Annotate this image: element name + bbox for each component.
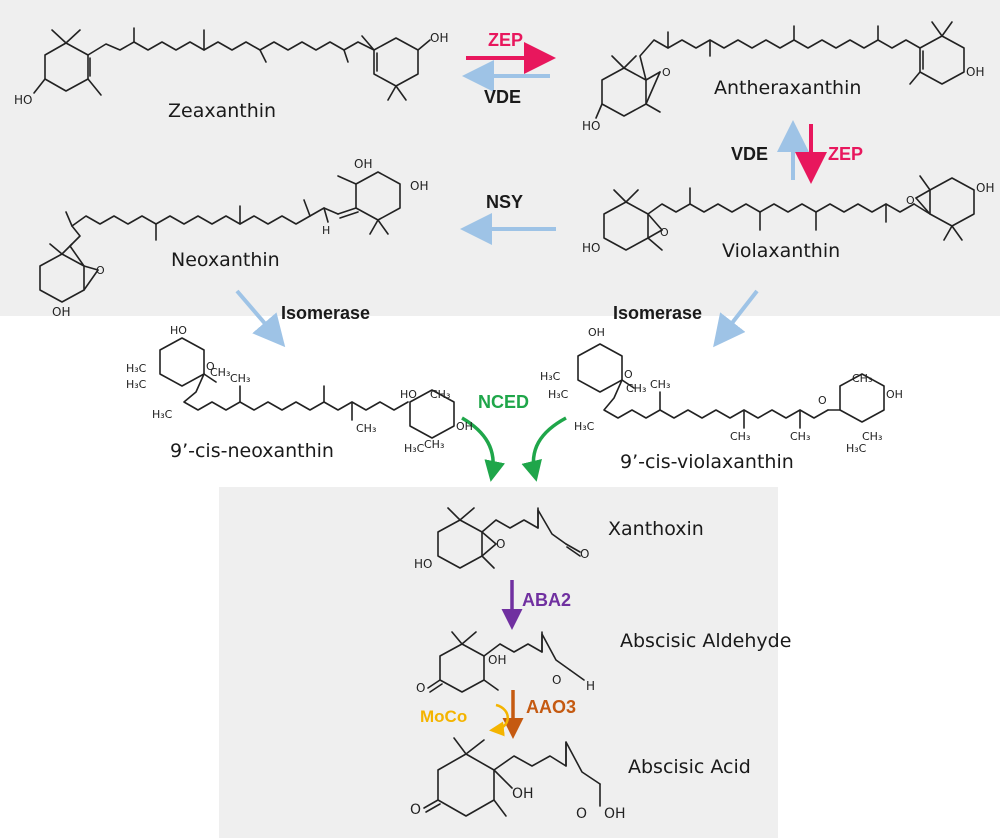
svg-text:H₃C: H₃C — [548, 388, 569, 401]
svg-text:OH: OH — [886, 388, 903, 401]
svg-text:O: O — [660, 226, 669, 239]
svg-text:OH: OH — [52, 305, 70, 319]
cis-neoxanthin-label: 9’-cis-neoxanthin — [170, 440, 334, 462]
svg-text:O: O — [416, 681, 425, 695]
svg-text:CH₃: CH₃ — [424, 438, 444, 451]
moco-arrow — [489, 703, 509, 737]
top-panel-background — [0, 0, 1000, 316]
svg-text:H₃C: H₃C — [846, 442, 867, 455]
moco-label: MoCo — [420, 707, 468, 726]
abscisic-aldehyde-structure: O OH O H — [416, 631, 595, 695]
nced-label: NCED — [478, 392, 530, 412]
svg-text:OH: OH — [456, 420, 473, 433]
zep-label-top: ZEP — [488, 30, 524, 50]
svg-text:OH: OH — [410, 179, 428, 193]
svg-text:OH: OH — [588, 326, 605, 339]
antheraxanthin-label: Antheraxanthin — [714, 77, 862, 99]
svg-text:OH: OH — [604, 806, 626, 822]
zep-label-right: ZEP — [828, 144, 864, 164]
svg-text:O: O — [662, 66, 671, 79]
svg-text:O: O — [624, 368, 633, 381]
svg-text:CH₃: CH₃ — [852, 372, 872, 385]
isomerase-label-right: Isomerase — [613, 303, 703, 323]
svg-text:O: O — [96, 264, 105, 277]
abscisic-acid-label: Abscisic Acid — [628, 756, 751, 778]
zeaxanthin-label: Zeaxanthin — [168, 100, 277, 122]
svg-text:OH: OH — [976, 181, 994, 195]
svg-text:H₃C: H₃C — [574, 420, 595, 433]
svg-text:CH₃: CH₃ — [790, 430, 810, 443]
nsy-label: NSY — [486, 192, 524, 212]
abscisic-acid-structure: O OH O OH — [410, 737, 626, 822]
svg-text:O: O — [496, 537, 505, 551]
antheraxanthin-structure: O HO OH — [582, 21, 984, 133]
svg-text:O: O — [906, 194, 915, 207]
isomerase-arrow-right — [713, 289, 759, 348]
svg-text:H₃C: H₃C — [126, 378, 147, 391]
svg-text:OH: OH — [488, 653, 506, 667]
neoxanthin-structure: O OH OH OH H — [39, 157, 428, 319]
cis-violaxanthin-structure: OH H₃C H₃C O CH₃ H₃C CH₃ CH₃ CH₃ O CH₃ O… — [540, 326, 903, 455]
violaxanthin-structure: O O HO OH — [582, 175, 994, 255]
svg-text:CH₃: CH₃ — [730, 430, 750, 443]
svg-text:HO: HO — [414, 557, 432, 571]
svg-text:CH₃: CH₃ — [862, 430, 882, 443]
isomerase-label-left: Isomerase — [281, 303, 371, 323]
cis-violaxanthin-label: 9’-cis-violaxanthin — [620, 451, 794, 473]
svg-text:H₃C: H₃C — [540, 370, 561, 383]
svg-text:H₃C: H₃C — [126, 362, 147, 375]
abscisic-aldehyde-label: Abscisic Aldehyde — [620, 630, 792, 652]
svg-text:O: O — [818, 394, 827, 407]
svg-text:CH₃: CH₃ — [430, 388, 450, 401]
bottom-panel-background — [219, 487, 778, 838]
nced-arrow-right — [521, 416, 567, 482]
vde-label-right: VDE — [731, 144, 769, 164]
cis-neoxanthin-structure: HO H₃C H₃C O CH₃ H₃C CH₃ CH₃ HO CH₃ H₃C … — [126, 324, 473, 455]
svg-text:OH: OH — [512, 786, 534, 802]
nced-arrow-left — [461, 416, 506, 482]
svg-text:CH₃: CH₃ — [230, 372, 250, 385]
svg-text:CH₃: CH₃ — [650, 378, 670, 391]
violaxanthin-label: Violaxanthin — [722, 240, 841, 262]
svg-text:OH: OH — [354, 157, 372, 171]
svg-text:O: O — [552, 673, 561, 687]
isomerase-arrow-left — [235, 289, 286, 348]
aao3-label: AAO3 — [526, 697, 577, 717]
svg-text:CH₃: CH₃ — [356, 422, 376, 435]
svg-text:H₃C: H₃C — [152, 408, 173, 421]
svg-text:O: O — [580, 547, 589, 561]
svg-text:HO: HO — [14, 93, 32, 107]
svg-text:HO: HO — [582, 119, 600, 133]
svg-text:OH: OH — [430, 31, 448, 45]
svg-text:HO: HO — [170, 324, 187, 337]
svg-text:OH: OH — [966, 65, 984, 79]
svg-text:O: O — [206, 360, 215, 373]
svg-text:O: O — [410, 802, 421, 818]
xanthoxin-label: Xanthoxin — [608, 518, 704, 540]
svg-text:HO: HO — [400, 388, 417, 401]
svg-text:H₃C: H₃C — [404, 442, 425, 455]
svg-text:H: H — [322, 224, 330, 237]
vde-label-top: VDE — [484, 87, 522, 107]
xanthoxin-structure: O O HO — [414, 507, 589, 571]
svg-text:O: O — [576, 806, 587, 822]
svg-text:CH₃: CH₃ — [210, 366, 230, 379]
svg-text:CH₃: CH₃ — [626, 382, 646, 395]
zeaxanthin-structure: HO OH — [14, 27, 448, 107]
aba2-label: ABA2 — [522, 590, 572, 610]
svg-text:H: H — [586, 679, 595, 693]
neoxanthin-label: Neoxanthin — [171, 249, 280, 271]
svg-text:HO: HO — [582, 241, 600, 255]
